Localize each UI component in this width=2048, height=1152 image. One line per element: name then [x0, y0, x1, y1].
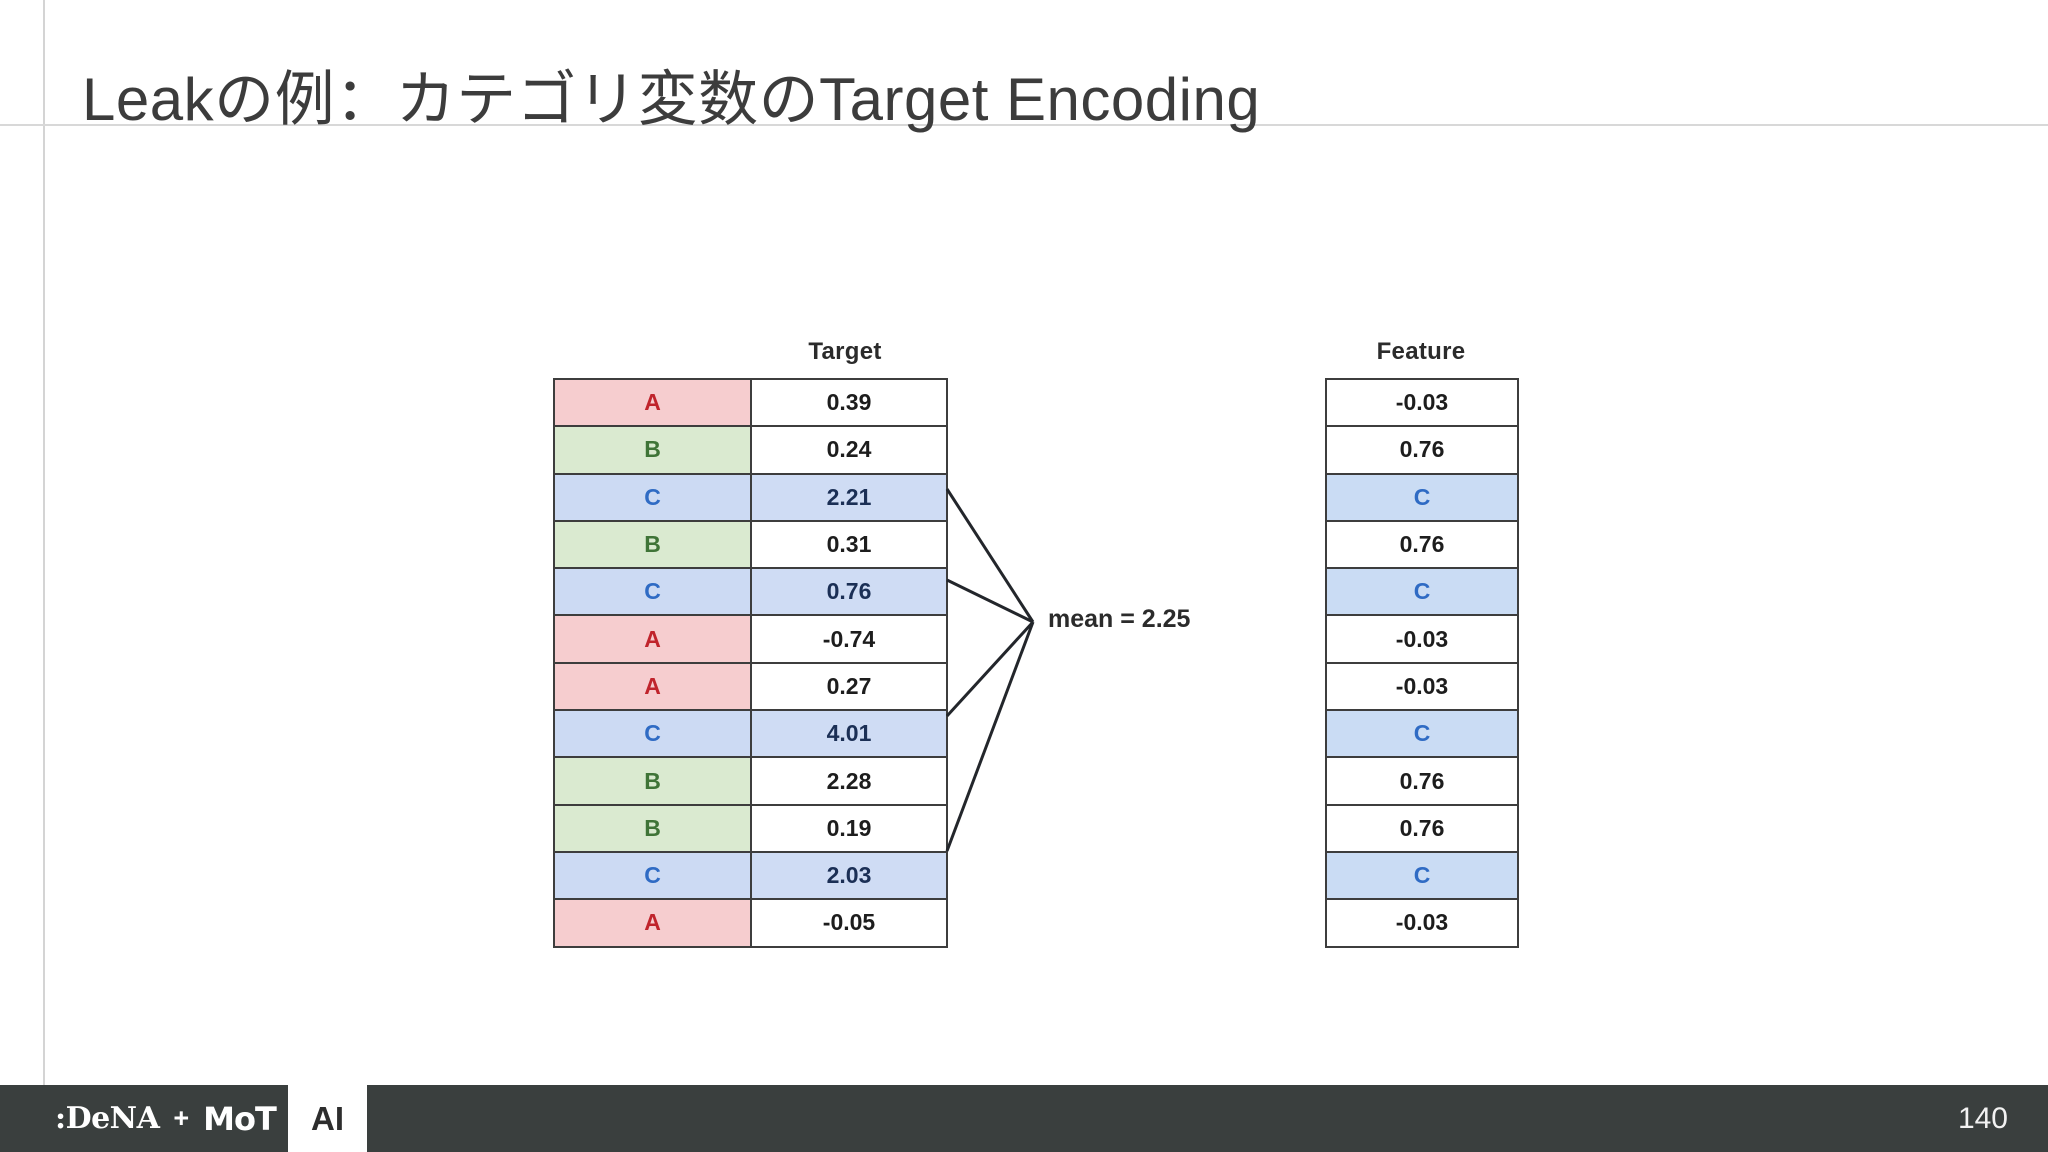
target-value-cell: 0.19	[750, 803, 948, 853]
target-value-cell: 0.27	[750, 661, 948, 712]
table-row: A-0.74	[553, 614, 948, 664]
target-column-header: Target	[808, 338, 882, 365]
feature-value-cell: C	[1325, 472, 1519, 522]
mot-logo: MoT	[203, 1099, 277, 1138]
table-row: A-0.05	[553, 898, 948, 948]
table-row: 0.76	[1325, 425, 1519, 475]
target-value-cell: 2.21	[750, 472, 948, 522]
target-value-cell: 2.28	[750, 756, 948, 806]
slide-footer: :DeNA + MoT AI 140	[0, 1085, 2048, 1152]
category-cell: C	[553, 850, 752, 901]
feature-column-header: Feature	[1376, 338, 1466, 365]
category-cell: B	[553, 519, 752, 570]
category-cell: C	[553, 472, 752, 522]
table-row: C	[1325, 850, 1519, 901]
left-guide-rule	[43, 0, 45, 1085]
table-row: 0.76	[1325, 803, 1519, 853]
target-value-cell: -0.05	[750, 898, 948, 948]
feature-value-cell: 0.76	[1325, 519, 1519, 570]
table-row: -0.03	[1325, 898, 1519, 948]
table-row: -0.03	[1325, 377, 1519, 428]
feature-value-cell: C	[1325, 567, 1519, 617]
category-cell: B	[553, 756, 752, 806]
table-row: C	[1325, 472, 1519, 522]
brand-lockup: :DeNA + MoT	[55, 1085, 277, 1152]
feature-value-cell: 0.76	[1325, 425, 1519, 475]
feature-value-cell: C	[1325, 709, 1519, 759]
category-cell: C	[553, 709, 752, 759]
title-divider-rule	[0, 124, 2048, 126]
target-value-cell: 2.03	[750, 850, 948, 901]
mean-annotation: mean = 2.25	[1048, 605, 1191, 633]
category-cell: A	[553, 898, 752, 948]
category-cell: B	[553, 803, 752, 853]
target-value-cell: 0.31	[750, 519, 948, 570]
ai-badge: AI	[288, 1085, 367, 1152]
target-value-cell: 0.76	[750, 567, 948, 617]
table-row: -0.03	[1325, 614, 1519, 664]
feature-value-cell: C	[1325, 850, 1519, 901]
table-row: 0.76	[1325, 519, 1519, 570]
category-cell: A	[553, 614, 752, 664]
table-row: C	[1325, 709, 1519, 759]
category-cell: C	[553, 567, 752, 617]
feature-value-cell: -0.03	[1325, 614, 1519, 664]
page-number: 140	[1957, 1101, 2008, 1135]
feature-value-cell: 0.76	[1325, 756, 1519, 806]
target-value-cell: -0.74	[750, 614, 948, 664]
feature-value-cell: -0.03	[1325, 661, 1519, 712]
page-title: Leakの例：カテゴリ変数のTarget Encoding	[82, 66, 1261, 134]
table-row: -0.03	[1325, 661, 1519, 712]
category-cell: A	[553, 377, 752, 428]
feature-value-cell: -0.03	[1325, 377, 1519, 428]
feature-value-cell: 0.76	[1325, 803, 1519, 853]
category-cell: A	[553, 661, 752, 712]
mean-connector-lines	[945, 488, 1035, 852]
target-value-cell: 4.01	[750, 709, 948, 759]
target-value-cell: 0.24	[750, 425, 948, 475]
category-cell: B	[553, 425, 752, 475]
feature-value-cell: -0.03	[1325, 898, 1519, 948]
plus-icon: +	[173, 1103, 190, 1133]
target-value-cell: 0.39	[750, 377, 948, 428]
dena-logo: :DeNA	[55, 1101, 160, 1136]
table-row: C	[1325, 567, 1519, 617]
table-row: 0.76	[1325, 756, 1519, 806]
